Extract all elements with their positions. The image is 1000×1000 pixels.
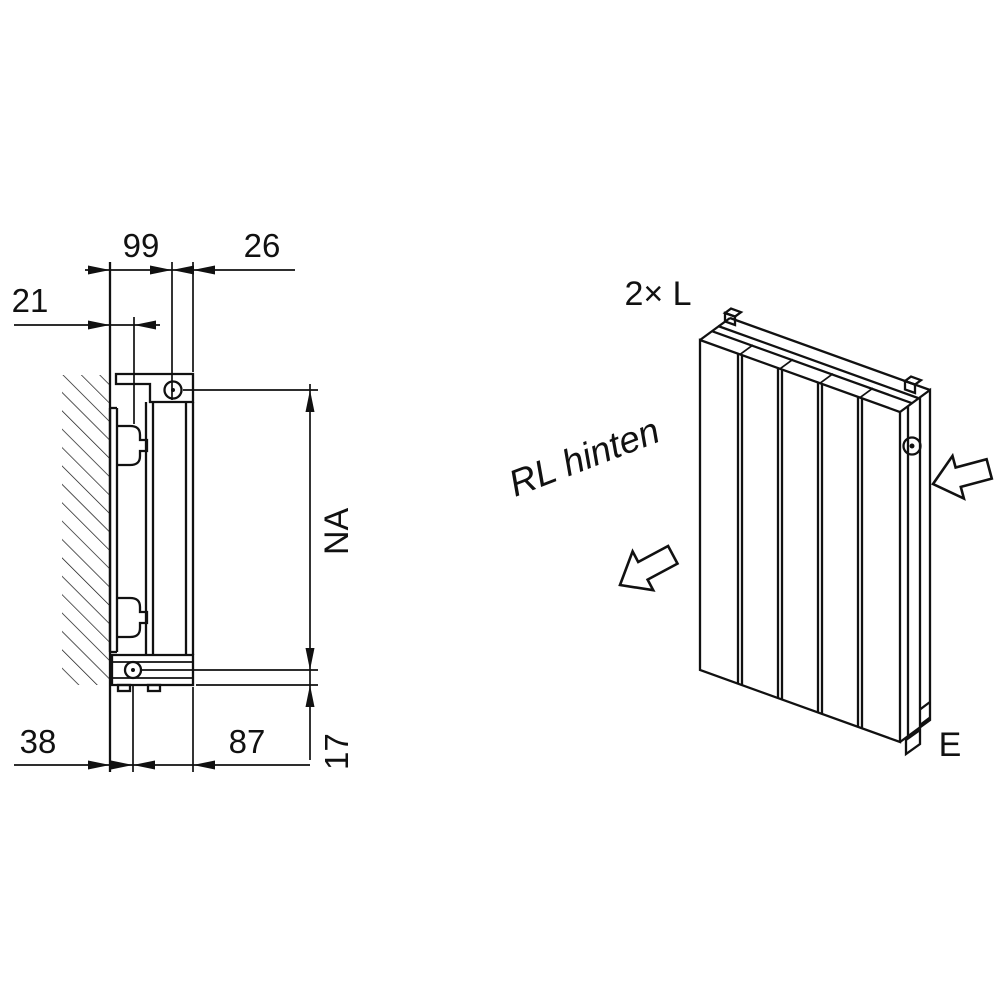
dimension-arrow — [111, 760, 133, 770]
dimension-top: 99 26 — [85, 227, 295, 275]
drain-notch-line — [919, 716, 931, 726]
dimension-arrow — [193, 265, 215, 275]
dimension-arrow — [150, 265, 172, 275]
dimension-arrow — [88, 265, 110, 275]
side-connection-boss — [902, 436, 922, 456]
dimension-21: 21 — [12, 282, 160, 330]
dimension-arrow — [193, 760, 215, 770]
drain-foot — [904, 727, 922, 757]
drain-notch-line — [919, 701, 931, 711]
dimension-arrow — [305, 648, 315, 670]
dimension-arrow — [134, 320, 156, 330]
bottom-tab — [146, 683, 162, 693]
dimension-arrow — [88, 760, 110, 770]
connection-lug-left-top — [722, 307, 744, 318]
top-connection — [114, 372, 195, 404]
isometric-view: 2× L RL hinten E — [503, 275, 994, 764]
dimension-arrow — [133, 760, 155, 770]
section-view: 99 26 21 NA 17 38 87 — [12, 227, 356, 772]
dim-87-label: 87 — [229, 723, 266, 760]
slat-grooves — [736, 353, 864, 729]
bottom-tab — [116, 683, 132, 693]
dimension-bottom: 38 87 — [14, 723, 310, 770]
top-collector-rail — [699, 307, 931, 405]
dimension-arrow — [172, 265, 194, 275]
connection-lug-right-top — [902, 375, 924, 386]
bottom-connection — [110, 653, 195, 693]
side-connection-center-dot — [909, 443, 915, 449]
dim-17-label: 17 — [318, 733, 355, 770]
label-rl-hinten: RL hinten — [503, 410, 665, 505]
dim-38-label: 38 — [20, 723, 57, 760]
bottom-pipe-center-dot — [131, 668, 135, 672]
bracket-hook-top — [117, 424, 149, 467]
label-connections: 2× L — [624, 275, 691, 313]
label-drain: E — [939, 726, 962, 764]
dim-26-label: 26 — [244, 227, 281, 264]
radiator-front-face — [698, 338, 902, 744]
dim-na-label: NA — [318, 507, 356, 555]
dimension-arrow — [305, 390, 315, 412]
radiator-column — [144, 402, 195, 655]
bracket-hook-bottom — [117, 596, 149, 639]
top-pipe-circle — [163, 380, 183, 400]
flow-arrow-return — [618, 544, 680, 592]
dimension-arrow — [88, 320, 110, 330]
dimension-na-17: NA 17 — [305, 384, 356, 770]
side-channel — [899, 387, 932, 757]
wall-hatch — [62, 375, 110, 685]
dim-21-label: 21 — [12, 282, 49, 319]
mounting-bracket — [108, 406, 149, 654]
extension-lines — [132, 262, 318, 772]
dimension-arrow — [305, 685, 315, 707]
bottom-pipe-circle — [123, 660, 143, 680]
dim-99-label: 99 — [123, 227, 160, 264]
flow-arrow-inlet — [931, 452, 994, 501]
